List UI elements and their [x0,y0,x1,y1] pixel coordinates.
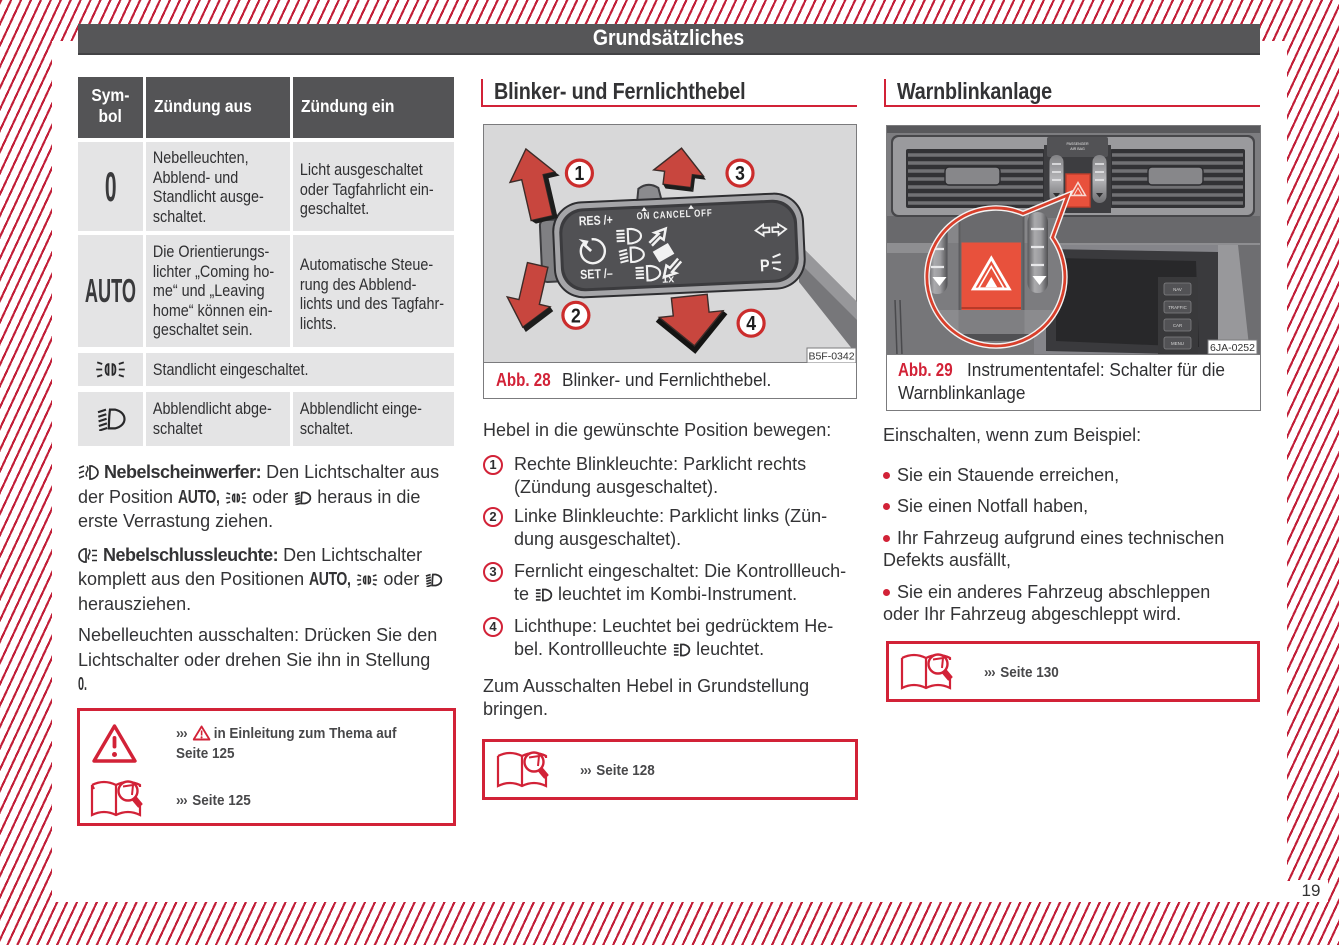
svg-text:SET /–: SET /– [580,265,614,282]
svg-text:NAV: NAV [1173,287,1182,292]
svg-text:B5F-0342: B5F-0342 [808,351,854,363]
svg-text:MENU: MENU [1171,341,1184,346]
svg-text:PASSENGER: PASSENGER [1066,142,1089,146]
svg-text:6JA-0252: 6JA-0252 [1210,342,1255,354]
svg-text:CAR: CAR [1173,323,1182,328]
svg-text:RES /+: RES /+ [578,212,613,229]
svg-text:4: 4 [746,312,756,334]
svg-text:2: 2 [571,304,581,326]
svg-text:3: 3 [735,162,745,184]
svg-text:P: P [760,257,770,276]
svg-text:TRAFFIC: TRAFFIC [1168,305,1187,310]
svg-text:1: 1 [575,162,585,184]
svg-text:ON CANCEL OFF: ON CANCEL OFF [636,207,712,221]
svg-text:AIR BAG: AIR BAG [1070,147,1085,151]
